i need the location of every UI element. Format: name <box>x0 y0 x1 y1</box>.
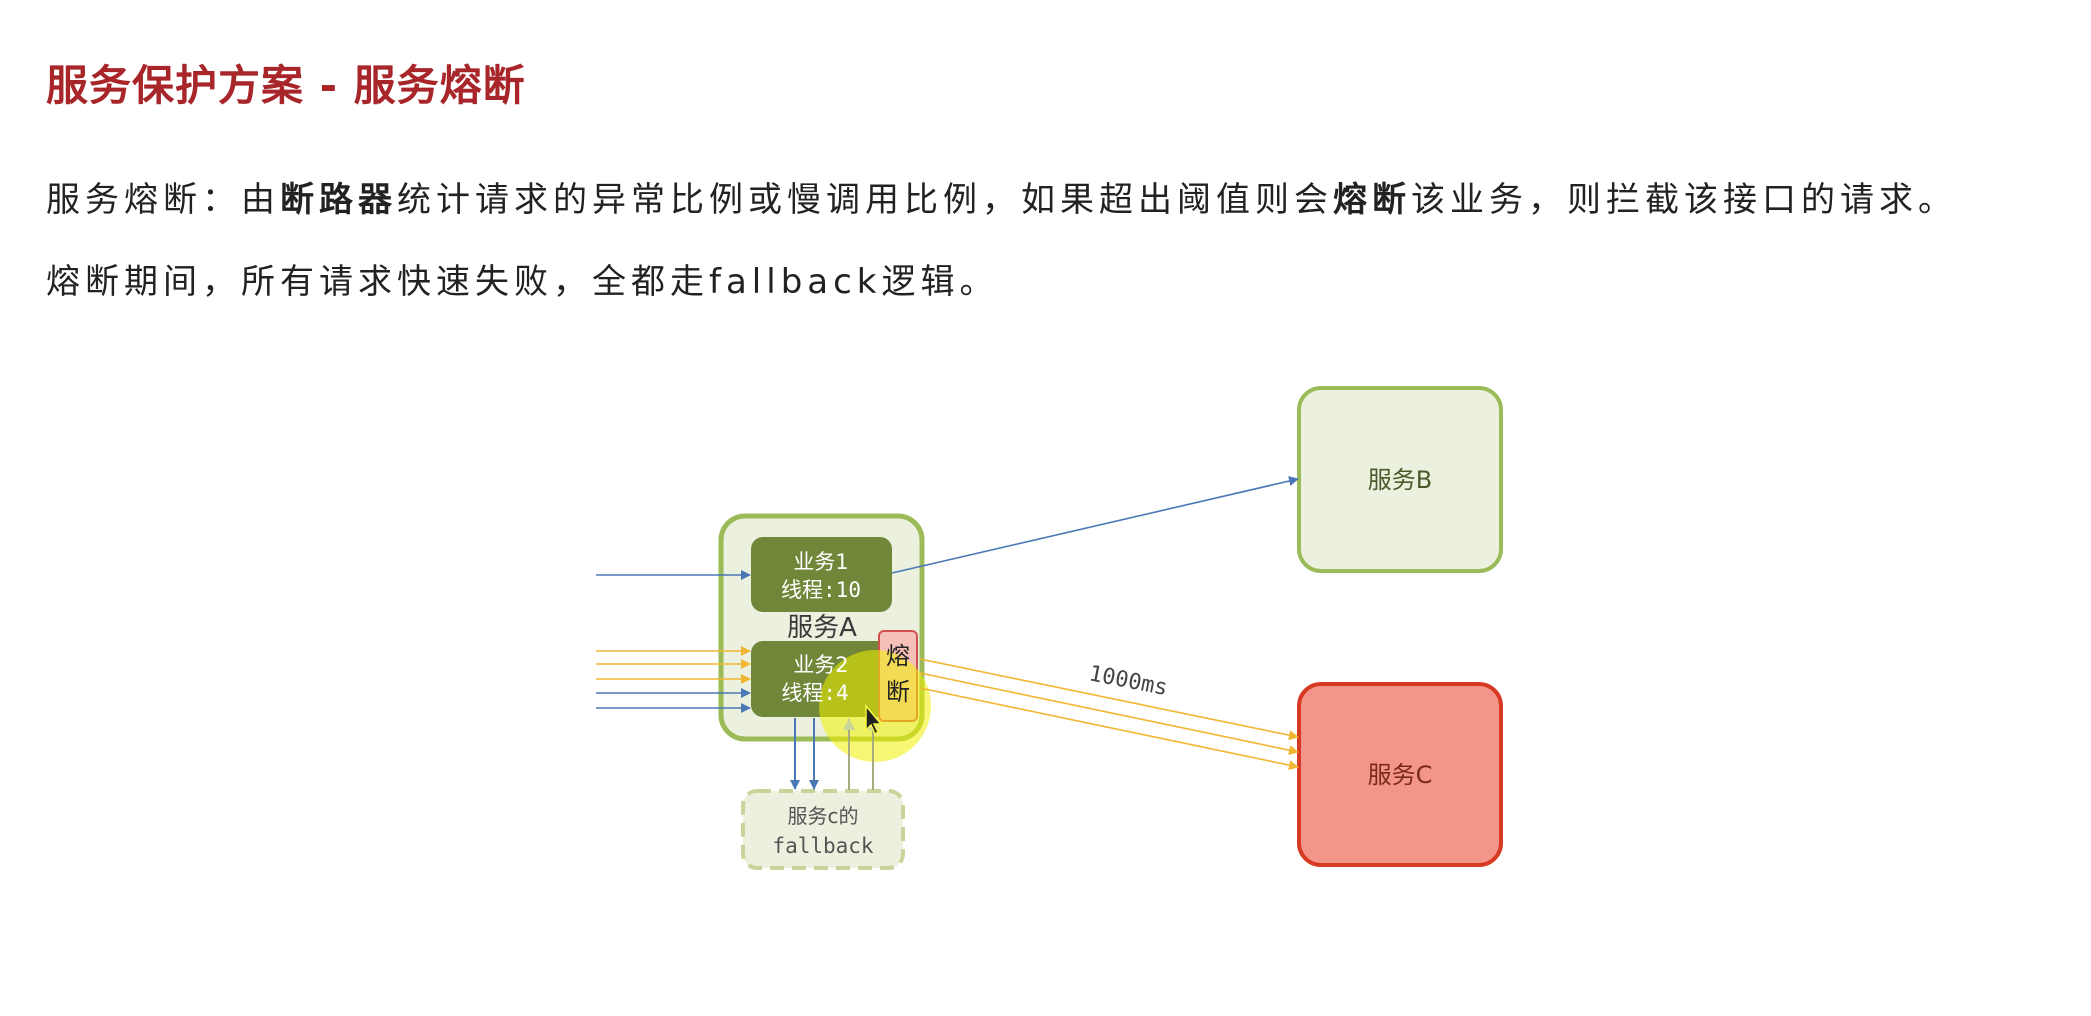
fallback-label-1: 服务c的 <box>788 804 859 828</box>
text: 服务熔断：由 <box>46 180 280 220</box>
biz2-threads: 线程:4 <box>781 681 848 705</box>
request-arrows <box>596 476 1299 790</box>
service-b-label: 服务B <box>1368 466 1432 494</box>
service-c-label: 服务C <box>1368 761 1433 789</box>
latency-label: 1000ms <box>1087 661 1170 701</box>
biz2-name: 业务2 <box>793 653 848 677</box>
description-line-2: 熔断期间，所有请求快速失败，全都走fallback逻辑。 <box>46 262 999 302</box>
service-b-box <box>1297 386 1503 573</box>
biz1-threads: 线程:10 <box>781 578 861 602</box>
biz1-box <box>751 537 892 612</box>
mouse-cursor-icon <box>865 703 883 736</box>
text: 统计请求的异常比例或慢调用比例，如果超出阈值则会 <box>397 180 1333 220</box>
cursor-highlight <box>819 650 931 762</box>
arrow-to-service-c <box>919 672 1299 756</box>
service-a-label: 服务A <box>787 613 857 643</box>
page-title: 服务保护方案 - 服务熔断 <box>46 61 526 110</box>
bold-fuse: 熔断 <box>1333 180 1411 220</box>
fallback-label-2: fallback <box>772 834 874 858</box>
description-line-1: 服务熔断：由断路器统计请求的异常比例或慢调用比例，如果超出阈值则会熔断该业务，则… <box>46 172 1957 221</box>
fuse-label-1: 熔 <box>886 642 910 670</box>
arrow-to-service-c <box>919 658 1299 741</box>
text: 该业务，则拦截该接口的请求。 <box>1411 180 1957 220</box>
arrow-to-service-c <box>919 687 1299 771</box>
service-c-box <box>1297 682 1503 867</box>
biz1-name: 业务1 <box>793 550 848 574</box>
fallback-box <box>741 789 905 870</box>
fuse-label-2: 断 <box>886 678 910 706</box>
bold-circuit-breaker: 断路器 <box>280 180 397 220</box>
arrow-to-service-b <box>891 476 1299 574</box>
